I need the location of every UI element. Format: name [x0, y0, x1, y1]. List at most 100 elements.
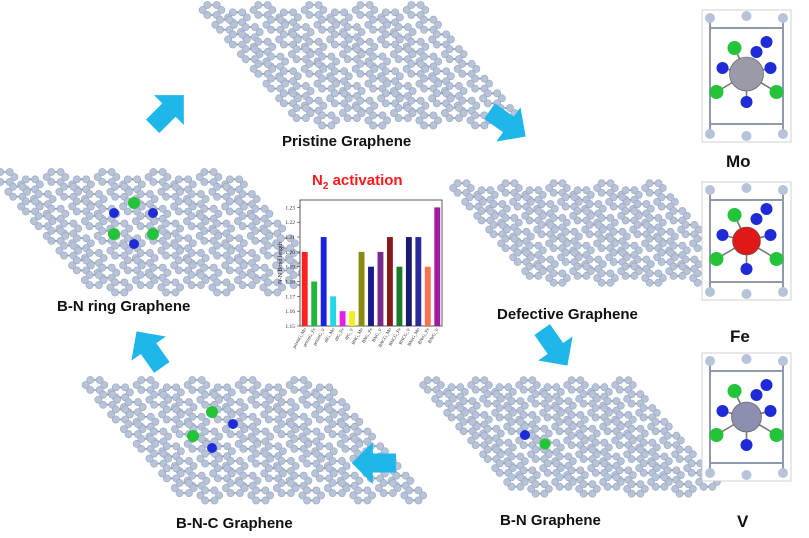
carbon-atom: [319, 6, 328, 14]
carbon-atom: [651, 417, 660, 426]
carbon-atom: [634, 246, 643, 255]
carbon-atom: [682, 211, 691, 220]
carbon-atom: [313, 79, 322, 88]
carbon-atom: [468, 397, 477, 405]
carbon-atom: [133, 175, 142, 184]
carbon-atom: [234, 439, 243, 448]
carbon-atom: [98, 204, 107, 213]
carbon-atom: [543, 413, 552, 422]
chart-title: N2 activation: [312, 172, 403, 192]
carbon-atom: [420, 25, 428, 34]
carbon-atom: [107, 410, 116, 419]
carbon-atom: [628, 436, 637, 445]
carbon-atom: [239, 180, 248, 189]
carbon-atom: [471, 84, 479, 93]
carbon-atom: [185, 398, 193, 406]
carbon-atom: [582, 271, 591, 280]
carbon-atom: [312, 390, 321, 399]
carbon-atom: [151, 417, 160, 426]
carbon-atom: [405, 496, 413, 505]
carbon-atom: [654, 179, 663, 188]
carbon-atom: [519, 376, 528, 385]
carbon-atom: [445, 114, 454, 122]
carbon-atom: [226, 489, 235, 497]
carbon-atom: [332, 79, 340, 88]
carbon-atom: [540, 390, 549, 399]
carbon-atom: [492, 445, 501, 454]
carbon-atom: [445, 45, 454, 54]
carbon-atom: [597, 179, 606, 188]
carbon-atom: [151, 439, 160, 448]
carbon-atom: [591, 438, 600, 447]
carbon-atom: [228, 30, 237, 39]
carbon-atom: [253, 439, 262, 448]
carbon-atom: [630, 186, 639, 195]
carbon-atom: [549, 234, 558, 243]
carbon-atom: [486, 186, 495, 195]
carbon-atom: [158, 226, 167, 235]
carbon-atom: [330, 89, 339, 98]
carbon-atom: [215, 491, 223, 500]
carbon-atom: [570, 193, 579, 202]
carbon-atom: [586, 267, 595, 276]
carbon-atom: [591, 468, 600, 477]
carbon-atom: [356, 11, 365, 19]
carbon-atom: [693, 269, 702, 278]
label-pristine: Pristine Graphene: [282, 133, 412, 150]
carbon-atom: [303, 459, 311, 468]
carbon-atom: [203, 1, 212, 9]
carbon-atom: [448, 394, 457, 403]
carbon-atom: [157, 283, 166, 292]
carbon-atom: [369, 52, 377, 61]
carbon-atom: [214, 209, 223, 218]
carbon-atom: [68, 202, 77, 211]
arrow-to-pristine: [145, 95, 184, 134]
carbon-atom: [639, 404, 648, 412]
carbon-atom: [47, 237, 56, 245]
carbon-atom: [368, 432, 376, 441]
carbon-atom: [312, 486, 321, 495]
carbon-atom: [428, 35, 437, 44]
carbon-atom: [202, 417, 211, 426]
carbon-atom: [111, 288, 119, 297]
carbon-atom: [561, 227, 570, 236]
chart-title-n: N: [312, 172, 323, 189]
carbon-atom: [369, 74, 377, 83]
carbon-atom: [351, 6, 360, 14]
carbon-atom: [236, 398, 244, 406]
carbon-atom: [603, 397, 612, 405]
carbon-atom: [313, 20, 322, 29]
carbon-atom: [343, 114, 352, 122]
carbon-atom: [507, 452, 516, 461]
carbon-atom: [585, 220, 594, 229]
carbon-atom: [604, 464, 613, 473]
carbon-atom: [289, 67, 298, 76]
carbon-atom: [391, 8, 400, 17]
carbon-atom: [507, 473, 516, 482]
carbon-atom: [99, 400, 107, 409]
carbon-atom: [591, 459, 600, 468]
carbon-atom: [240, 403, 249, 411]
carbon-atom: [429, 15, 438, 24]
carbon-atom: [55, 187, 64, 196]
carbon-atom: [327, 111, 336, 120]
carbon-atom: [222, 241, 231, 250]
carbon-atom: [586, 211, 595, 220]
carbon-atom: [209, 263, 218, 272]
carbon-atom: [146, 412, 155, 421]
carbon-atom: [636, 424, 645, 433]
carbon-atom: [642, 255, 651, 264]
carbon-atom: [276, 52, 285, 61]
carbon-atom: [639, 413, 648, 422]
carbon-atom: [195, 231, 204, 240]
carbon-atom: [31, 197, 40, 206]
carbon-atom: [344, 13, 353, 22]
carbon-atom: [318, 15, 326, 24]
carbon-atom: [376, 442, 385, 451]
carbon-atom: [305, 59, 314, 68]
carbon-atom: [236, 50, 245, 59]
carbon-atom: [350, 412, 359, 421]
carbon-atom: [225, 15, 234, 24]
carbon-atom: [225, 234, 234, 243]
carbon-atom: [10, 173, 19, 181]
